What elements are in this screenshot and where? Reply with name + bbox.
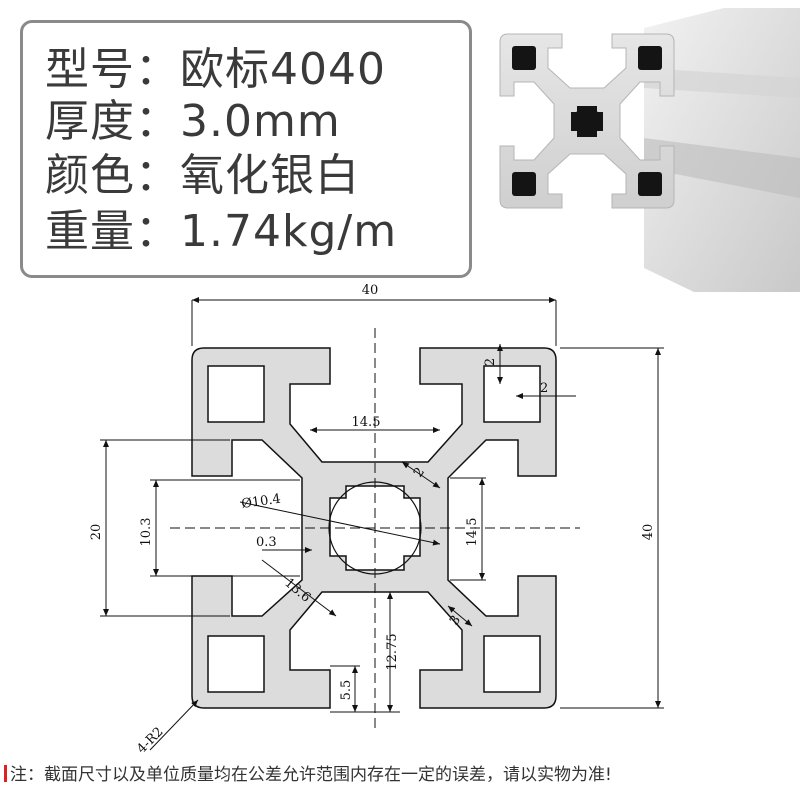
spec-thickness: 厚度：3.0mm	[45, 96, 341, 147]
dim-bore: Ø10.4	[240, 492, 281, 512]
dim-corner-hole-right: 2	[540, 381, 548, 396]
dim-inner-left: 10.3	[139, 518, 154, 547]
dim-corner-hole-top: 2	[483, 358, 498, 366]
dim-slot-left: 20	[89, 524, 104, 541]
dim-wall-small: 0.3	[256, 535, 277, 550]
dim-bottom-small: 5.5	[339, 680, 354, 701]
corner-hole-br	[483, 635, 541, 693]
corner-hole-bl	[207, 635, 265, 693]
dim-radius: 4-R2	[134, 724, 166, 756]
note-marker	[4, 765, 7, 782]
spec-color: 颜色：氧化银白	[45, 150, 360, 201]
corner-hole-tr	[483, 365, 541, 423]
disclaimer-note: 注：截面尺寸以及单位质量均在公差允许范围内存在一定的误差，请以实物为准!	[4, 762, 800, 788]
dim-center-right: 14.5	[465, 518, 480, 547]
dim-height-right: 40	[641, 524, 656, 541]
corner-hole-tl	[207, 365, 265, 423]
dim-bottom-inner: 12.75	[385, 633, 400, 670]
dim-center-top: 14.5	[352, 415, 381, 430]
spec-weight: 重量：1.74kg/m	[45, 206, 398, 257]
disclaimer-text: 注：截面尺寸以及单位质量均在公差允许范围内存在一定的误差，请以实物为准!	[10, 765, 612, 785]
spec-model: 型号：欧标4040	[45, 44, 386, 95]
spec-box: 型号：欧标4040 厚度：3.0mm 颜色：氧化银白 重量：1.74kg/m	[20, 20, 472, 278]
dim-width-top: 40	[362, 283, 379, 298]
cross-section-drawing: 40 40 20 10.3 14.5 14.5 Ø10.4 0.3 13.6 2…	[89, 283, 664, 757]
profile-photo	[499, 8, 800, 292]
